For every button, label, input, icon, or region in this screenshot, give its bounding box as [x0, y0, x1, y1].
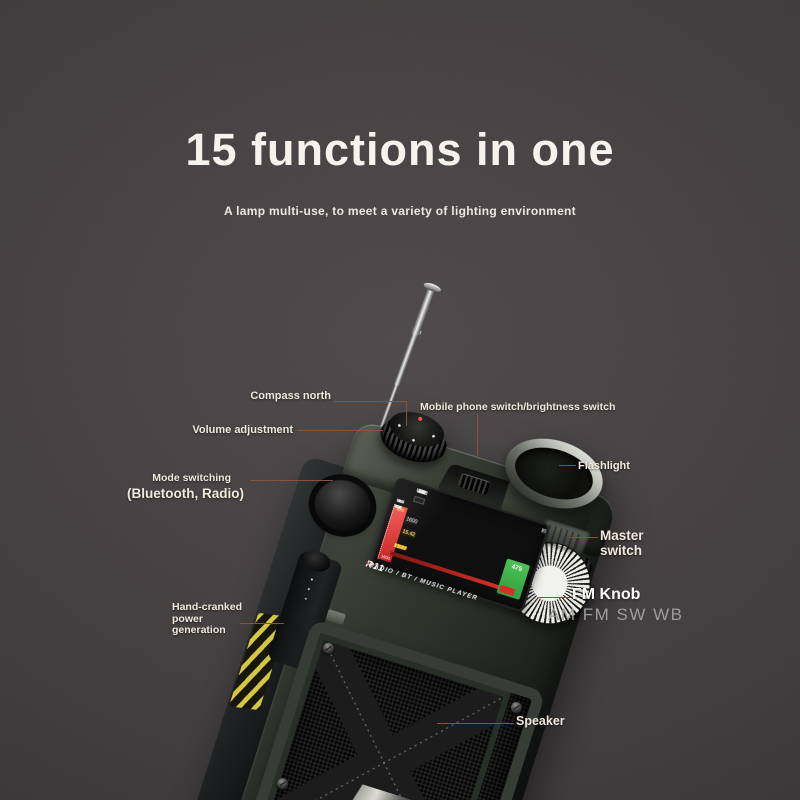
leader-line	[297, 430, 383, 431]
label-master-switch: Master switch	[600, 528, 644, 558]
label-mode-switching-sub: (Bluetooth, Radio)	[127, 486, 244, 501]
leader-line	[559, 465, 576, 466]
label-hand-crank: Hand-cranked power generation	[172, 601, 243, 637]
label-mode-switching: Mode switching	[152, 472, 231, 484]
label-band-list: AM FM SW WB	[548, 605, 684, 624]
label-crank-line1: Hand-cranked	[172, 601, 243, 613]
page-subtitle: A lamp multi-use, to meet a variety of l…	[224, 204, 576, 218]
leader-line	[406, 401, 407, 426]
label-volume-adjustment: Volume adjustment	[192, 424, 293, 436]
label-flashlight: Flashlight	[578, 460, 630, 472]
label-crank-line3: generation	[172, 624, 226, 636]
label-master-line1: Master	[600, 528, 644, 543]
label-master-line2: switch	[600, 543, 643, 558]
leader-line	[477, 414, 478, 456]
page-title: 15 functions in one	[185, 124, 615, 175]
leader-line	[250, 480, 333, 481]
antenna-segment	[411, 286, 436, 337]
leader-line	[571, 537, 598, 538]
leader-line	[334, 401, 407, 402]
antenna-segment	[393, 330, 420, 387]
label-fm-knob: FM Knob	[572, 586, 641, 603]
label-speaker: Speaker	[516, 714, 565, 728]
screw-icon	[509, 700, 524, 715]
label-compass-north: Compass north	[250, 390, 331, 402]
leader-line	[437, 723, 514, 724]
leader-line	[240, 623, 284, 624]
label-mobile-phone-switch: Mobile phone switch/brightness switch	[420, 401, 616, 413]
leader-line	[539, 597, 570, 598]
